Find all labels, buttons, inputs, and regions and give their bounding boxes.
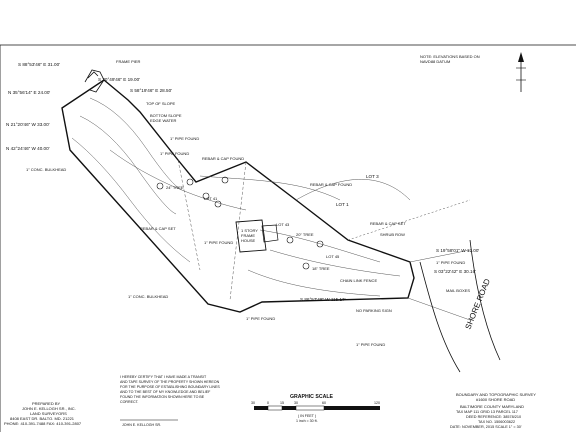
label-rebar-cap-1: REBAR & CAP FOUND: [202, 156, 244, 161]
bearing-9: S 86°57'48" W 115.17': [300, 297, 346, 302]
title-line: BALTIMORE COUNTY MARYLAND: [460, 404, 524, 409]
cert-line: I HEREBY CERTIFY THAT I HAVE MADE A TRAN…: [120, 375, 207, 379]
scale-ratio: 1 inch = 30 ft.: [296, 419, 318, 423]
scale-title: GRAPHIC SCALE: [290, 394, 333, 400]
label-tree-18: 18" TREE: [312, 266, 330, 271]
cert-line: AND TAPE SURVEY OF THE PROPERTY SHOWN HE…: [120, 380, 220, 384]
label-bottom-slope-2: EDGE WATER: [150, 118, 177, 123]
bearing-2: S 30°49'46" E 19.00': [98, 77, 140, 82]
label-rebar-cap-set-1: REBAR & CAP SET: [140, 226, 176, 231]
surveyor-line: 8408 EAST DR. BALTO. MD. 21221: [10, 416, 75, 421]
label-lot-41: LOT 41: [204, 196, 218, 201]
label-lot-3: LOT 3: [366, 174, 379, 179]
label-pipe-found-6: 1" PIPE FOUND: [436, 260, 465, 265]
house-label-1: 1 STORY: [241, 228, 258, 233]
scale-tick: 30: [294, 401, 298, 405]
label-pipe-found-4: 1" PIPE FOUND: [356, 342, 385, 347]
bearing-3: S 58°19'46" E 28.50': [130, 88, 172, 93]
surveyor-line: PREPARED BY: [32, 401, 60, 406]
label-pipe-found-5: 1" PIPE FOUND: [204, 240, 233, 245]
surveyor-block: PREPARED BY JOHN E. KELLOGH SR., INC. LA…: [4, 401, 82, 426]
surveyor-line: JOHN E. KELLOGH SR., INC.: [22, 406, 76, 411]
surveyor-line: LAND SURVEYORS: [30, 411, 67, 416]
bearing-7: S 19°58'01" W 12.00': [436, 248, 479, 253]
bearing-6: N 42°24'46" W 40.00': [6, 146, 50, 151]
bearing-5: N 21°20'46" W 33.00': [6, 122, 50, 127]
label-rebar-cap-set-2: REBAR & CAP SET: [370, 221, 406, 226]
label-bottom-slope-1: BOTTOM SLOPE: [150, 113, 182, 118]
graphic-scale: GRAPHIC SCALE 30 0 15 30 60 120 ( IN FEE…: [251, 394, 380, 423]
scale-tick: 0: [267, 401, 269, 405]
label-conc-bulkhead-2: 1" CONC. BULKHEAD: [128, 294, 168, 299]
label-lot-43: LOT 43: [276, 222, 290, 227]
label-pipe-found-1: 1" PIPE FOUND: [170, 136, 199, 141]
cert-line: FOUND THE INFORMATION SHOWN HERE TO BE: [120, 395, 205, 399]
frame-pier: [84, 69, 105, 93]
label-chain-link: CHAIN LINK FENCE: [340, 278, 377, 283]
title-line: TAX MAP 111 GRID 13 PARCEL 117: [456, 410, 518, 414]
title-line: DEED REFERENCE: 38578/210: [466, 415, 521, 419]
label-shrub-row: SHRUB ROW: [380, 232, 405, 237]
label-mailboxes: MAIL BOXES: [446, 288, 470, 293]
label-tree-24: 24" TREE: [166, 185, 184, 190]
elevation-note-2: NAVD88 DATUM: [420, 59, 450, 64]
north-arrow-icon: [516, 52, 526, 92]
title-line: TAX NO. 1506003622: [478, 420, 515, 424]
scale-tick: 30: [251, 401, 255, 405]
scale-unit: ( IN FEET ): [298, 414, 316, 418]
label-lot-45: LOT 45: [326, 254, 340, 259]
road-label: SHORE ROAD: [464, 277, 493, 330]
shore-road: [419, 239, 501, 373]
signature-name: JOHN E. KELLOGH SR.: [122, 423, 161, 427]
cert-line: AND TO THE BEST OF MY KNOWLEDGE AND BELI…: [120, 390, 211, 394]
label-lot-1: LOT 1: [336, 202, 349, 207]
scale-tick: 120: [374, 401, 380, 405]
scale-tick: 60: [322, 401, 326, 405]
cert-line: CORRECT.: [120, 400, 139, 404]
title-line: #1600 SHORE ROAD: [476, 397, 515, 402]
elevation-note-1: NOTE: ELEVATIONS BASED ON: [420, 54, 480, 59]
label-top-of-slope: TOP OF SLOPE: [146, 101, 176, 106]
scale-tick: 15: [280, 401, 284, 405]
label-parking-sign: NO PARKING SIGN: [356, 308, 392, 313]
title-line: BOUNDARY AND TOPOGRAPHIC SURVEY: [456, 392, 536, 397]
label-tree-20: 20" TREE: [296, 232, 314, 237]
label-conc-bulkhead-1: 1" CONC. BULKHEAD: [26, 167, 66, 172]
house-label-2: FRAME: [241, 233, 255, 238]
tree-icons: [156, 176, 324, 270]
slope-lines: [71, 97, 471, 321]
house-label-3: HOUSE: [241, 238, 256, 243]
label-pipe-found-2: 1" PIPE FOUND: [160, 151, 189, 156]
bearing-8: S 03°22'42" E 30.16': [434, 269, 476, 274]
bearing-4: N 35°56'14" E 24.00': [8, 90, 50, 95]
cert-line: FOR THE PURPOSE OF ESTABLISHING BOUNDARY…: [120, 385, 220, 389]
label-pipe-found-3: 1" PIPE FOUND: [246, 316, 275, 321]
bearing-1: S 88°53'46" E 31.00': [18, 62, 60, 67]
title-line: DATE: NOVEMBER, 2015 SCALE 1" = 30': [450, 425, 522, 429]
title-block: BOUNDARY AND TOPOGRAPHIC SURVEY #1600 SH…: [450, 392, 536, 429]
surveyor-line: PHONE: 410-391-7488 FAX: 410-391-2807: [4, 421, 82, 426]
label-rebar-cap-2: REBAR & CAP FOUND: [310, 182, 352, 187]
house-footprint: [235, 219, 279, 253]
label-frame-pier: FRAME PIER: [116, 59, 141, 64]
certification-block: I HEREBY CERTIFY THAT I HAVE MADE A TRAN…: [120, 375, 220, 427]
